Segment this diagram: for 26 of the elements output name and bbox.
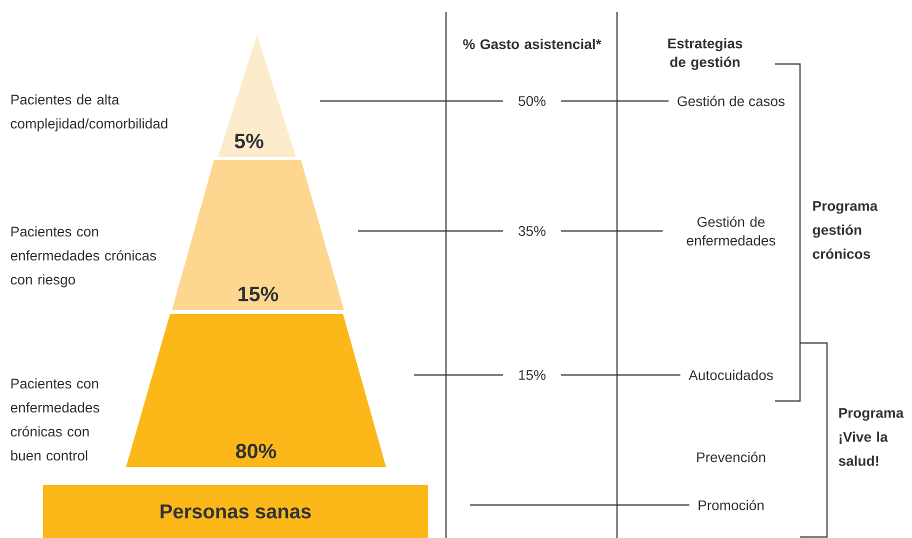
column-header: Estrategias de gestión <box>668 38 742 70</box>
strategy-label: Prevención <box>697 452 766 462</box>
connector-line <box>560 100 669 102</box>
pyramid-tier: 80% <box>126 314 386 467</box>
percent-value: 15% <box>519 370 546 380</box>
strategy-label: Gestión de enfermedades <box>686 216 776 246</box>
percent-value: 35% <box>518 226 546 236</box>
program-label: Programa ¡Vive la salud! <box>838 408 904 466</box>
strategy-label: Autocuidados <box>688 370 773 380</box>
side-label: Pacientes de alta complejidad/comorbilidad <box>10 94 168 132</box>
connector-line <box>560 374 680 376</box>
connector-line <box>358 230 504 232</box>
base-box: Personas sanas <box>42 484 428 538</box>
connector-line <box>320 100 504 102</box>
side-label: Pacientes con enfermedades crónicas con buen control <box>10 378 100 461</box>
side-label: Pacientes con enfermedades crónicas con riesgo <box>10 226 156 288</box>
connector-line <box>470 504 690 506</box>
connector-line <box>414 374 504 376</box>
pyramid-tier: 15% <box>172 160 344 310</box>
percent-value: 50% <box>518 96 546 106</box>
connector-line <box>560 230 663 232</box>
pyramid-tier: 5% <box>218 35 296 157</box>
strategy-label: Gestión de casos <box>678 96 785 106</box>
column-header: % Gasto asistencial* <box>463 38 602 50</box>
program-label: Programa gestión crónicos <box>812 201 878 259</box>
strategy-label: Promoción <box>698 500 764 510</box>
